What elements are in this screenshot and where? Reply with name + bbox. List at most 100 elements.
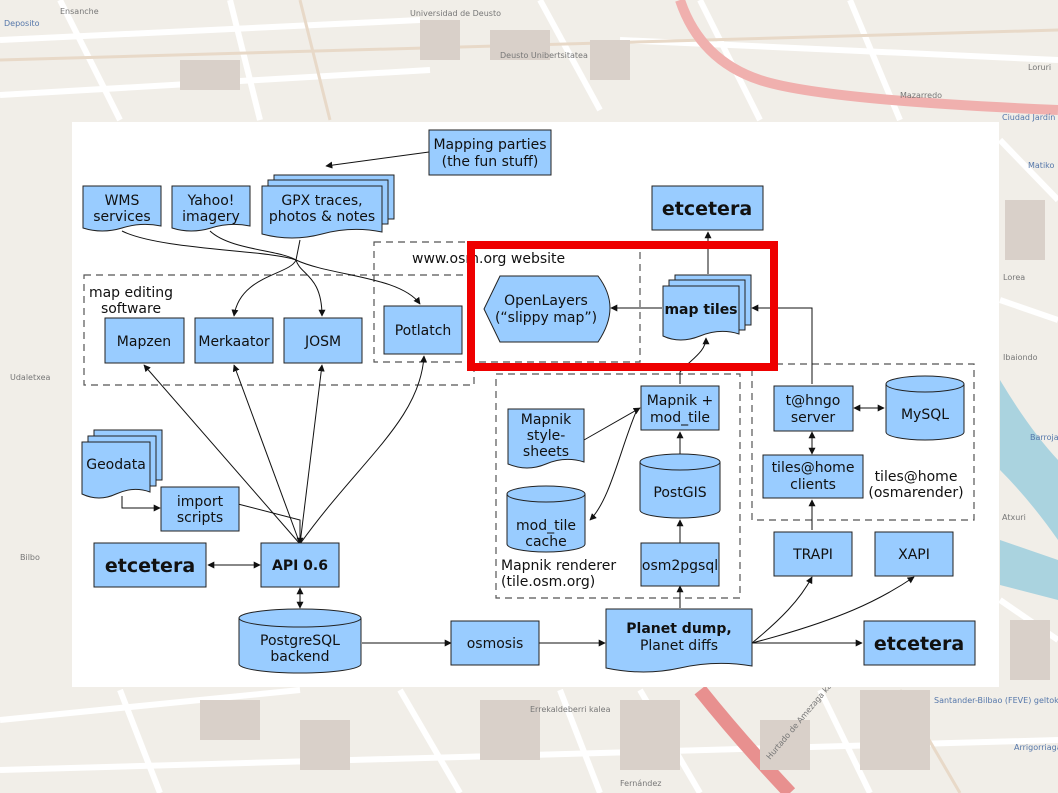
svg-text:JOSM: JOSM [304, 334, 341, 350]
import-scripts-node: import scripts [160, 486, 240, 532]
svg-text:(the fun stuff): (the fun stuff) [442, 154, 539, 170]
svg-text:PostGIS: PostGIS [653, 485, 706, 501]
map-buildings [180, 20, 1050, 770]
svg-text:GPX traces,: GPX traces, [281, 193, 362, 209]
svg-text:etcetera: etcetera [874, 633, 964, 655]
mapnik-modtile-node: Mapnik + mod_tile [640, 385, 720, 431]
thngo-server-node: t@hngo server [773, 385, 854, 432]
tiles-home-group-label: tiles@home [875, 469, 958, 485]
svg-text:mod_tile: mod_tile [516, 518, 576, 534]
svg-text:API 0.6: API 0.6 [272, 558, 328, 574]
svg-text:Mapping parties: Mapping parties [433, 137, 546, 153]
svg-text:Geodata: Geodata [86, 457, 146, 473]
map-label: Errekaldeberri kalea [530, 705, 611, 714]
svg-text:Planet dump,: Planet dump, [626, 621, 731, 637]
mapnik-renderer-group [495, 373, 741, 599]
svg-text:mod_tile: mod_tile [650, 410, 710, 426]
svg-text:MySQL: MySQL [901, 407, 949, 423]
svg-text:PostgreSQL: PostgreSQL [260, 633, 340, 649]
svg-text:imagery: imagery [182, 209, 240, 225]
map-label: Mazarredo [900, 91, 942, 100]
map-label: Deposito [4, 19, 40, 28]
etcetera-top-node: etcetera [651, 185, 764, 231]
mapping-parties-node: Mapping parties (the fun stuff) [428, 129, 552, 176]
svg-text:clients: clients [790, 477, 836, 493]
svg-text:sheets: sheets [523, 444, 569, 460]
map-label: Atxuri [1002, 513, 1026, 522]
mapzen-node: Mapzen [104, 317, 185, 364]
etcetera-right-node: etcetera [863, 620, 976, 666]
map-editing-group-label: software [101, 301, 161, 317]
map-label: Matiko [1028, 161, 1055, 170]
josm-node: JOSM [283, 317, 363, 364]
svg-text:cache: cache [525, 534, 566, 550]
osm2pgsql-node: osm2pgsql [640, 542, 720, 587]
mapnik-stylesheets-node: Mapnik style- sheets [507, 408, 585, 469]
svg-text:OpenLayers: OpenLayers [504, 293, 588, 309]
svg-text:etcetera: etcetera [105, 555, 195, 577]
postgis-node: PostGIS [639, 453, 721, 519]
map-label: Ciudad Jardín [1002, 113, 1055, 122]
mapnik-renderer-group-label: Mapnik renderer [501, 558, 616, 574]
tiles-home-clients-node: tiles@home clients [762, 454, 864, 499]
map-river [1000, 380, 1058, 540]
website-group-label: www.osm.org website [412, 251, 565, 267]
planet-dump-node: Planet dump, Planet diffs [605, 608, 753, 673]
svg-text:scripts: scripts [177, 510, 223, 526]
osmosis-node: osmosis [450, 620, 540, 666]
map-label: Ibaiondo [1003, 353, 1038, 362]
svg-text:Mapnik: Mapnik [521, 412, 572, 428]
map-label: Universidad de Deusto [410, 9, 501, 18]
gpx-traces-node: GPX traces, photos & notes [261, 174, 395, 239]
svg-text:backend: backend [270, 649, 329, 665]
svg-text:import: import [177, 494, 224, 510]
map-label: Deusto Unibertsitatea [500, 51, 588, 60]
svg-text:TRAPI: TRAPI [792, 547, 833, 563]
yahoo-imagery-node: Yahoo! imagery [171, 185, 251, 232]
tiles-home-group-label: (osmarender) [868, 485, 963, 501]
mysql-node: MySQL [885, 375, 965, 441]
mapnik-renderer-group-label: (tile.osm.org) [501, 574, 595, 590]
potlatch-node: Potlatch [383, 305, 463, 355]
wms-services-node: WMS services [82, 185, 162, 232]
svg-text:server: server [791, 410, 836, 426]
svg-text:photos & notes: photos & notes [269, 209, 375, 225]
etcetera-left-node: etcetera [93, 542, 207, 588]
svg-text:Mapzen: Mapzen [117, 334, 171, 350]
svg-text:(“slippy map”): (“slippy map”) [495, 310, 597, 326]
modtile-cache-node: mod_tile cache [506, 485, 586, 553]
map-label: Bilbo [20, 553, 40, 562]
diagram-edges [121, 151, 915, 647]
svg-text:etcetera: etcetera [662, 198, 752, 220]
merkaator-node: Merkaator [194, 317, 274, 364]
svg-text:osmosis: osmosis [467, 636, 524, 652]
svg-text:t@hngo: t@hngo [786, 393, 841, 409]
svg-text:style-: style- [527, 428, 566, 444]
map-label: Lorea [1003, 273, 1025, 282]
highlight-box [467, 241, 778, 371]
trapi-node: TRAPI [773, 531, 853, 577]
map-main-road [694, 685, 796, 793]
postgresql-node: PostgreSQL backend [238, 608, 362, 674]
map-label: Arrigorriaga [1014, 743, 1058, 752]
svg-text:Potlatch: Potlatch [395, 323, 452, 339]
map-label: Fernández [620, 779, 661, 788]
svg-text:services: services [93, 209, 150, 225]
svg-text:map tiles: map tiles [664, 302, 737, 318]
map-label: Barroja [1030, 433, 1058, 442]
svg-text:Yahoo!: Yahoo! [187, 193, 235, 209]
map-editing-group-label: map editing [89, 285, 173, 301]
svg-text:osm2pgsql: osm2pgsql [642, 558, 718, 574]
map-label: Udaletxea [10, 373, 51, 382]
svg-text:Merkaator: Merkaator [198, 334, 270, 350]
map-label: Loruri [1028, 63, 1051, 72]
svg-text:Planet diffs: Planet diffs [640, 638, 718, 654]
svg-text:XAPI: XAPI [898, 547, 930, 563]
openlayers-node: OpenLayers (“slippy map”) [483, 275, 611, 343]
svg-text:tiles@home: tiles@home [772, 460, 855, 476]
svg-text:WMS: WMS [105, 193, 140, 209]
map-tiles-node: map tiles [662, 274, 752, 341]
tiles-home-group [751, 363, 975, 521]
geodata-node: Geodata [81, 429, 163, 499]
